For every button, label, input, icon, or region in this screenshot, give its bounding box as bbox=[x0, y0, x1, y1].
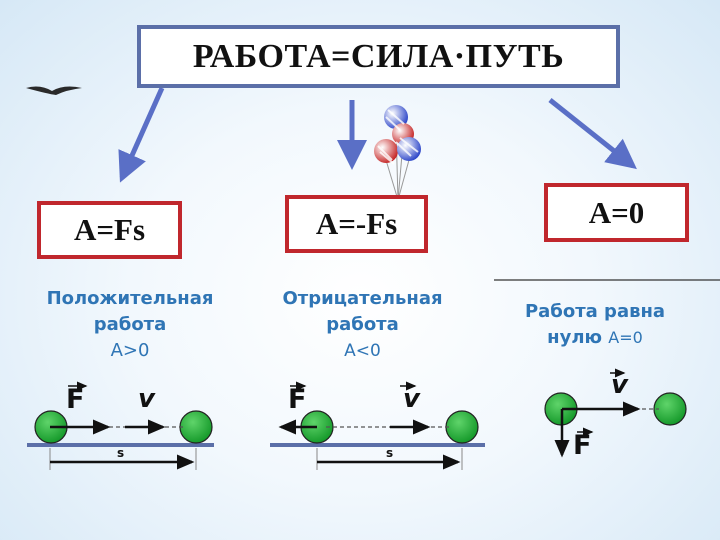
caption-line1: Отрицательная bbox=[282, 288, 443, 309]
title-box: РАБОТА=СИЛА·ПУТЬ bbox=[137, 25, 620, 88]
force-label: F bbox=[66, 384, 85, 415]
formula-box-positive: A=Fs bbox=[37, 201, 182, 259]
caption-positive: Положительная работа A>0 bbox=[20, 286, 240, 364]
arrow-left bbox=[118, 86, 165, 183]
caption-relation: A=0 bbox=[608, 328, 643, 347]
ball-end bbox=[179, 410, 213, 444]
caption-relation: A>0 bbox=[110, 340, 150, 361]
formula-zero: A=0 bbox=[588, 194, 645, 230]
bird-icon bbox=[26, 86, 82, 95]
balloons-icon bbox=[374, 105, 421, 201]
velocity-label: v bbox=[611, 370, 628, 400]
formula-positive: A=Fs bbox=[73, 212, 146, 247]
force-label: F bbox=[288, 384, 307, 415]
caption-line2: работа bbox=[93, 314, 167, 335]
scene-positive bbox=[27, 381, 214, 470]
ball-end bbox=[445, 410, 479, 444]
force-label: F bbox=[573, 430, 592, 461]
ball-end bbox=[653, 392, 687, 426]
formula-box-negative: A=-Fs bbox=[285, 195, 428, 253]
caption-line2: работа bbox=[326, 314, 399, 335]
caption-line2-wrap: нулю A=0 bbox=[500, 325, 690, 351]
displacement-label: s bbox=[386, 446, 394, 460]
caption-zero: Работа равна нулю A=0 bbox=[500, 299, 690, 351]
scene-zero bbox=[544, 368, 687, 458]
caption-line1: Положительная bbox=[46, 288, 214, 309]
velocity-label: v bbox=[138, 384, 155, 414]
arrow-right bbox=[548, 98, 637, 170]
caption-negative: Отрицательная работа A<0 bbox=[255, 286, 470, 364]
scene-negative bbox=[270, 381, 485, 470]
velocity-label: v bbox=[403, 384, 420, 414]
displacement-label: s bbox=[117, 446, 125, 460]
title-text: РАБОТА=СИЛА·ПУТЬ bbox=[192, 37, 565, 75]
caption-line2: нулю bbox=[547, 327, 609, 348]
formula-negative: A=-Fs bbox=[315, 206, 398, 241]
caption-relation: A<0 bbox=[344, 341, 381, 361]
formula-box-zero: A=0 bbox=[544, 183, 689, 242]
caption-line1: Работа равна bbox=[524, 301, 666, 322]
